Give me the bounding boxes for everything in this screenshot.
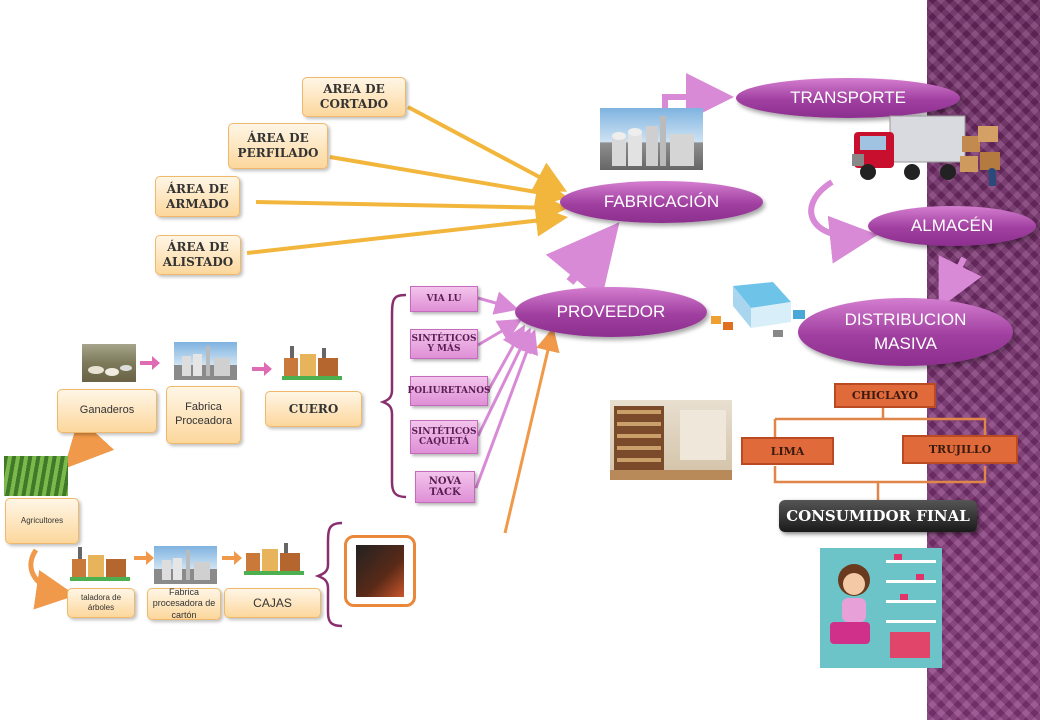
shoebox-image [344, 535, 416, 607]
arrow-cortado [407, 105, 568, 192]
fabrica-carton-box: Fabrica procesadora de cartón [147, 587, 221, 620]
factory-cartoon-cajas [244, 539, 304, 575]
distribucion-stage: DISTRIBUCION MASIVA [798, 298, 1013, 366]
arrow-fab-carton-cajas [222, 551, 242, 565]
truck-image [850, 108, 1005, 190]
distribucion-line2: MASIVA [874, 334, 937, 353]
proveedor-stage: PROVEEDOR [515, 287, 707, 337]
factory-cartoon-cuero [282, 344, 342, 380]
almacen-stage: ALMACÉN [868, 206, 1036, 246]
taladora-box: taladora de árboles [67, 588, 135, 618]
material-sinteticos-y-mas: SINTÉTICOS Y MÁS [410, 329, 478, 359]
factory-photo-carton [154, 546, 217, 584]
arrow-vialu [477, 291, 519, 315]
fabricacion-stage: FABRICACIÓN [560, 181, 763, 223]
area-cortado-box: AREA DE CORTADO [302, 77, 406, 117]
material-poliuretanos: POLIURETANOS [407, 376, 491, 406]
cuero-box: CUERO [265, 391, 362, 427]
area-perfilado-box: ÁREA DE PERFILADO [228, 123, 328, 169]
consumer-illustration [820, 548, 942, 668]
materials-brace [379, 293, 407, 499]
arrow-almacen-distribucion [938, 255, 982, 309]
factory-cartoon-taladora [70, 545, 130, 581]
ganaderos-box: Ganaderos [57, 389, 157, 433]
factory-photo [600, 108, 703, 170]
area-alistado-box: ÁREA DE ALISTADO [155, 235, 241, 275]
factory-photo-small [174, 342, 237, 380]
shoe-store-photo [610, 400, 732, 480]
cattle-photo [82, 344, 136, 382]
arrow-transporte-almacen [808, 179, 878, 264]
arrow-taladora-fabcarton [134, 551, 154, 565]
crops-photo [4, 456, 68, 496]
material-sinteticos-caqueta: SINTÉTICOS CAQUETÁ [410, 420, 478, 454]
arrow-agricultores-taladora [28, 548, 76, 610]
agricultores-box: Agricultores [5, 498, 79, 544]
area-armado-box: ÁREA DE ARMADO [155, 176, 240, 217]
distribucion-line1: DISTRIBUCION [844, 310, 967, 330]
cajas-brace [314, 521, 343, 628]
material-nova-tack: NOVA TACK [415, 471, 475, 503]
arrow-armado [255, 191, 568, 224]
consumidor-final-label: CONSUMIDOR FINAL [779, 500, 977, 532]
arrow-proveedor-fabricacion [545, 222, 620, 301]
arrow-ganaderos-fabrica [140, 356, 160, 370]
arrow-fabricacion-transporte [662, 73, 734, 121]
arrow-perfilado [329, 155, 568, 208]
city-lima: LIMA [741, 437, 834, 465]
arrow-cajas-proveedor [503, 327, 560, 534]
city-chiclayo: CHICLAYO [834, 383, 936, 408]
arrow-novatack [474, 329, 538, 489]
city-trujillo: TRUJILLO [902, 435, 1018, 464]
cajas-box: CAJAS [224, 588, 321, 618]
fabrica-proceadora-box: Fabrica Proceadora [166, 386, 241, 444]
city-tree-lines [773, 408, 987, 500]
arrow-ganaderos-agricultores [63, 417, 115, 469]
arrow-alistado [246, 204, 568, 255]
warehouse-image [703, 278, 811, 342]
material-via-lu: VIA LU [410, 286, 478, 312]
transporte-stage: TRANSPORTE [736, 78, 960, 118]
arrow-fabrica-cuero [252, 362, 272, 376]
arrow-sinteticos [477, 318, 523, 347]
